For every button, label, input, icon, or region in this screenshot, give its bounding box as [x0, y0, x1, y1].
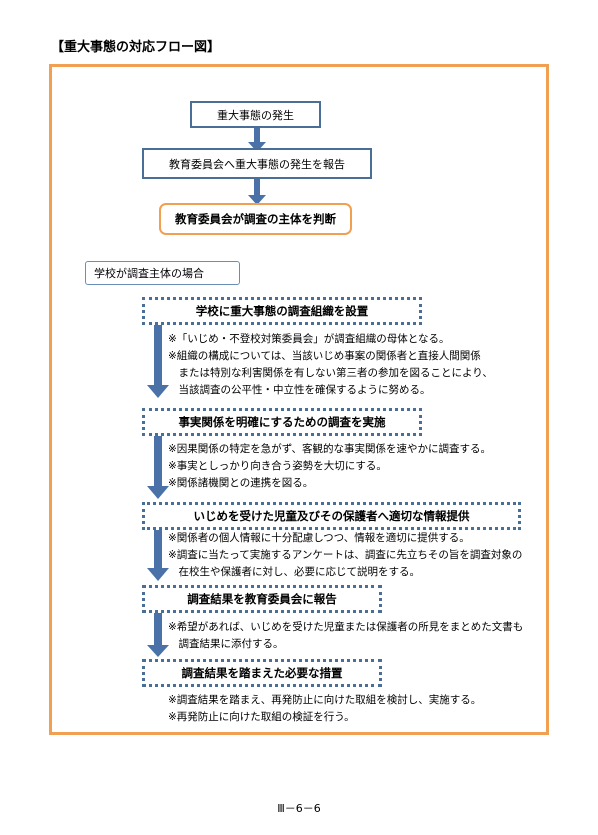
step-1-box: 学校に重大事態の調査組織を設置 — [142, 297, 422, 325]
decision-box: 教育委員会が調査の主体を判断 — [159, 203, 352, 235]
arrow-1-head — [248, 142, 266, 152]
step-2-note-2: ※事実としっかり向き合う姿勢を大切にする。 — [168, 460, 387, 472]
step-2-box: 事実関係を明確にするための調査を実施 — [142, 408, 422, 436]
step-1-note-2: ※組織の構成については、当該いじめ事案の関係者と直接人間関係 — [168, 350, 481, 362]
flowchart-frame — [49, 64, 549, 735]
step-4-box: 調査結果を教育委員会に報告 — [142, 585, 382, 613]
step-2-arrow-shaft — [154, 436, 162, 486]
step-3-note-3: 在校生や保護者に対し、必要に応じて説明をする。 — [168, 566, 420, 578]
step-4-note-1: ※希望があれば、いじめを受けた児童または保護者の所見をまとめた文書も — [168, 621, 524, 633]
step-3-arrow-shaft — [154, 530, 162, 568]
step-2-note-1: ※因果関係の特定を急がず、客観的な事実関係を速やかに調査する。 — [168, 443, 492, 455]
step-3-note-1: ※関係者の個人情報に十分配慮しつつ、情報を適切に提供する。 — [168, 532, 470, 544]
step-3-box: いじめを受けた児童及びその保護者へ適切な情報提供 — [142, 502, 521, 530]
step-2-note-3: ※関係諸機関との連携を図る。 — [168, 477, 314, 489]
arrow-1-shaft — [254, 128, 260, 142]
step-5-note-1: ※調査結果を踏まえ、再発防止に向けた取組を検討し、実施する。 — [168, 694, 482, 706]
report-box: 教育委員会へ重大事態の発生を報告 — [142, 148, 372, 179]
step-1-note-1: ※「いじめ・不登校対策委員会」が調査組織の母体となる。 — [168, 333, 450, 345]
step-3-note-2: ※調査に当たって実施するアンケートは、調査に先立ちその旨を調査対象の — [168, 549, 523, 561]
page-number: Ⅲ－6－6 — [277, 802, 321, 815]
step-3-arrow-head — [147, 568, 169, 581]
step-4-arrow-head — [147, 645, 169, 657]
step-1-arrow-head — [147, 385, 169, 398]
step-2-title: 事実関係を明確にするための調査を実施 — [178, 415, 386, 429]
occurrence-label: 重大事態の発生 — [217, 108, 294, 122]
decision-label: 教育委員会が調査の主体を判断 — [175, 212, 336, 226]
step-3-title: いじめを受けた児童及びその保護者へ適切な情報提供 — [193, 509, 470, 523]
step-5-note-2: ※再発防止に向けた取組の検証を行う。 — [168, 711, 355, 723]
step-1-note-3: または特別な利害関係を有しない第三者の参加を図ることにより、 — [168, 367, 493, 379]
step-5-title: 調査結果を踏まえた必要な措置 — [181, 666, 343, 680]
page-title: 【重大事態の対応フロー図】 — [51, 40, 221, 55]
school-case-box: 学校が調査主体の場合 — [85, 261, 240, 285]
step-1-arrow-shaft — [154, 325, 162, 385]
step-1-note-4: 当該調査の公平性・中立性を確保するように努める。 — [168, 384, 431, 396]
report-label: 教育委員会へ重大事態の発生を報告 — [169, 157, 345, 171]
arrow-2-head — [248, 195, 266, 205]
occurrence-box: 重大事態の発生 — [190, 101, 321, 128]
step-2-arrow-head — [147, 486, 169, 499]
arrow-2-shaft — [254, 179, 260, 195]
step-1-title: 学校に重大事態の調査組織を設置 — [195, 304, 369, 318]
step-4-note-2: 調査結果に添付する。 — [168, 638, 284, 650]
school-case-label: 学校が調査主体の場合 — [94, 267, 204, 280]
step-5-box: 調査結果を踏まえた必要な措置 — [142, 659, 382, 687]
step-4-arrow-shaft — [154, 613, 162, 645]
step-4-title: 調査結果を教育委員会に報告 — [187, 592, 337, 606]
